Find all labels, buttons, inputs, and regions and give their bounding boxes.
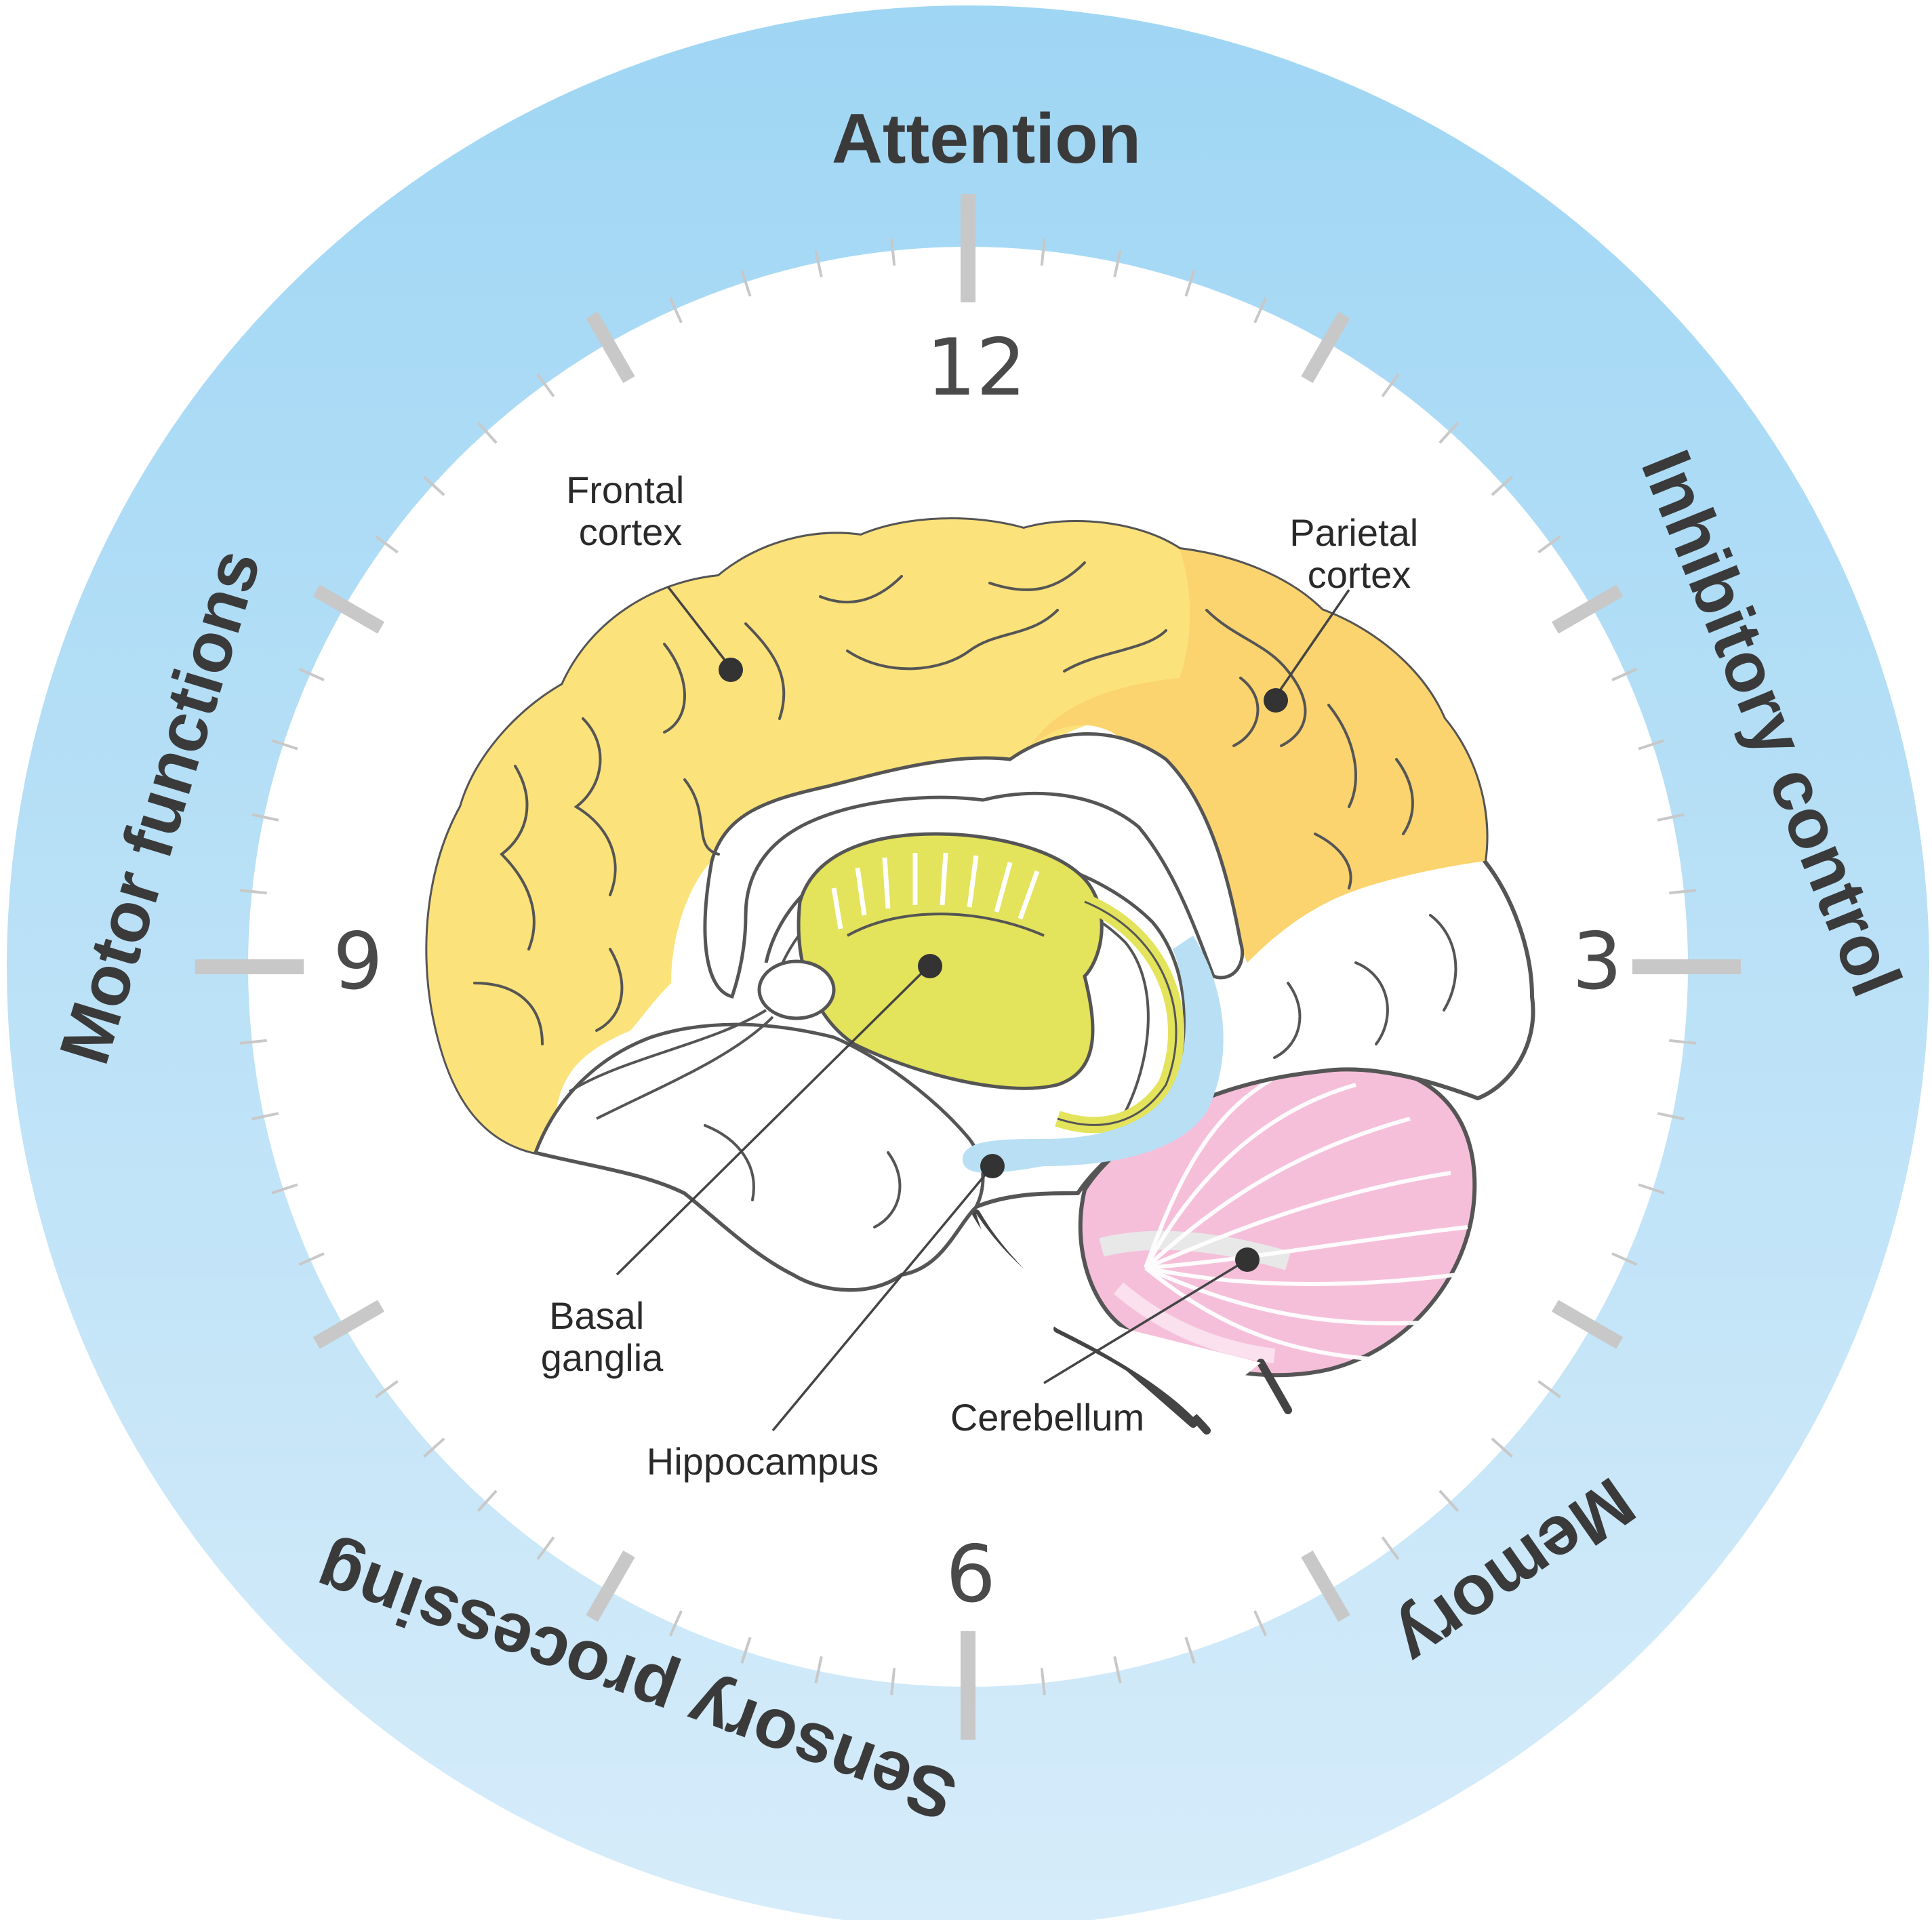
clock-ticks: [195, 194, 1741, 1740]
hour-tick: [586, 311, 635, 383]
hour-tick: [586, 1551, 635, 1622]
frontal-label: Frontal cortex: [566, 468, 695, 553]
minute-tick: [239, 889, 267, 895]
hour-3: 3: [1572, 916, 1622, 1007]
temporal-lobe: [533, 1022, 985, 1292]
basal-ganglia-label: Basal ganglia: [541, 1294, 664, 1379]
region-labels: Frontal cortex Parietal cortex Basal gan…: [541, 468, 1428, 1483]
minute-tick: [251, 1112, 279, 1121]
minute-tick: [536, 374, 555, 397]
hippocampus-dot: [980, 1154, 1005, 1178]
gyri-texture: [473, 561, 1457, 1228]
minute-tick: [1438, 422, 1460, 444]
minute-tick: [1040, 238, 1046, 266]
minute-tick: [1638, 739, 1665, 751]
brain-illustration: [425, 517, 1535, 1435]
cerebellum-label: Cerebellum: [950, 1396, 1144, 1439]
parietal-label: Parietal cortex: [1289, 511, 1428, 596]
minute-tick: [668, 297, 683, 323]
hour-12: 12: [926, 322, 1026, 414]
minute-tick: [1657, 813, 1685, 822]
minute-tick: [1669, 889, 1697, 895]
minute-tick: [271, 739, 298, 751]
attention-label: Attention: [832, 100, 1141, 178]
minute-tick: [1638, 1183, 1665, 1195]
leader-lines: [616, 585, 1350, 1432]
cerebellum-dot: [1235, 1247, 1260, 1272]
minute-tick: [1253, 297, 1268, 323]
hippocampus-region: [963, 936, 1224, 1173]
minute-tick: [251, 813, 279, 822]
minute-tick: [1381, 1536, 1400, 1560]
limbic-band: [703, 732, 1245, 999]
minute-tick: [1184, 1637, 1196, 1664]
minute-tick: [740, 1637, 752, 1664]
minute-tick: [1491, 1437, 1513, 1458]
minute-tick: [375, 535, 399, 554]
minute-tick: [298, 1252, 325, 1266]
minute-tick: [298, 667, 325, 681]
minute-tick: [477, 1489, 498, 1512]
minute-tick: [1611, 1252, 1638, 1266]
minute-tick: [1040, 1668, 1046, 1696]
hour-tick: [1552, 584, 1624, 634]
hour-9: 9: [333, 916, 383, 1007]
minute-tick: [890, 1668, 896, 1696]
minute-tick: [1491, 475, 1513, 496]
minute-tick: [1438, 1489, 1460, 1512]
minute-tick: [536, 1536, 555, 1560]
minute-tick: [1184, 270, 1196, 297]
minute-tick: [740, 270, 752, 297]
parietal-cortex-region: [1030, 549, 1487, 963]
minute-tick: [1657, 1112, 1685, 1121]
minute-tick: [239, 1039, 267, 1045]
minute-tick: [1537, 1380, 1561, 1399]
minute-tick: [814, 250, 823, 278]
minute-tick: [814, 1656, 823, 1683]
frontal-cortex-region: [427, 519, 1190, 1153]
minute-tick: [1253, 1610, 1268, 1637]
brainstem: [972, 1209, 1292, 1435]
minute-tick: [477, 422, 498, 444]
minute-tick: [1669, 1039, 1697, 1045]
basal-ganglia-dot: [918, 954, 942, 978]
minute-tick: [423, 1437, 445, 1458]
hour-tick: [1301, 1551, 1350, 1622]
minute-tick: [1113, 1656, 1122, 1683]
minute-tick: [375, 1380, 399, 1399]
minute-tick: [1537, 535, 1561, 554]
minute-tick: [1381, 374, 1400, 397]
frontal-dot: [719, 658, 743, 682]
minute-tick: [1113, 250, 1122, 278]
hour-tick: [313, 1300, 384, 1349]
minute-tick: [423, 475, 445, 496]
minute-tick: [271, 1183, 298, 1195]
hour-tick: [1552, 1300, 1624, 1349]
minute-tick: [890, 238, 896, 266]
hippocampus-label: Hippocampus: [647, 1440, 879, 1483]
hour-tick: [313, 584, 384, 634]
cerebellum-region: [1078, 1062, 1477, 1378]
minute-tick: [1611, 667, 1638, 681]
minute-tick: [668, 1610, 683, 1637]
basal-ganglia-region: [797, 832, 1184, 1134]
parietal-dot: [1264, 688, 1288, 713]
hour-tick: [1301, 311, 1350, 383]
hour-6: 6: [946, 1529, 996, 1620]
